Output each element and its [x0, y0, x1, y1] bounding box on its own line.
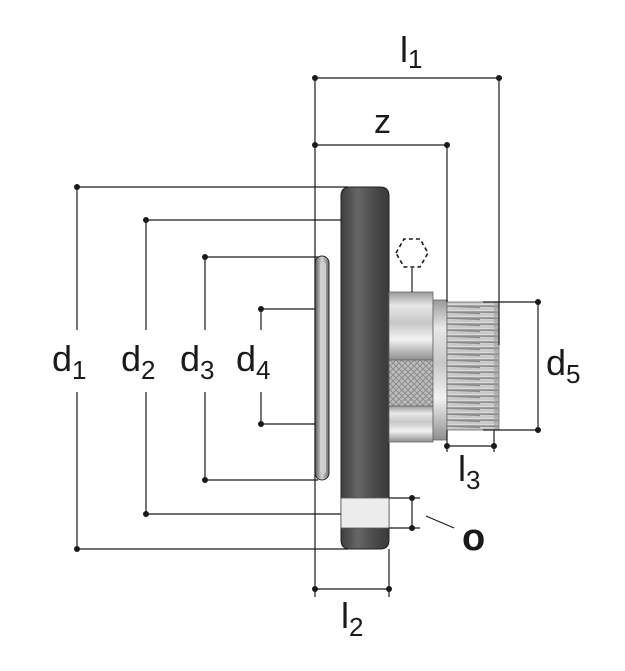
dim-d3 [202, 254, 318, 483]
dim-d2 [143, 217, 341, 517]
label-l3: l3 [458, 448, 480, 495]
body-lower [388, 405, 434, 443]
dim-z [312, 142, 450, 302]
dim-d1 [74, 184, 348, 552]
labels: l1 z d1 d2 d3 d4 d5 l2 l3 o [52, 29, 581, 642]
label-o: o [462, 517, 485, 559]
thread [446, 301, 500, 431]
dimensions [74, 75, 541, 597]
label-l1: l1 [400, 29, 422, 74]
flange [340, 186, 390, 550]
body-upper [388, 291, 434, 361]
flange-insert [340, 497, 390, 529]
label-d2: d2 [121, 338, 156, 385]
label-d1: d1 [52, 338, 87, 385]
dim-l1 [312, 75, 502, 345]
hex-key-icon [395, 238, 429, 292]
collar [432, 299, 448, 441]
dim-l3 [444, 430, 497, 452]
seal-ring-inner [320, 262, 326, 474]
label-d3: d3 [180, 338, 215, 385]
dim-d4 [258, 306, 315, 427]
body-knurl [388, 359, 434, 407]
thread-end [494, 302, 499, 430]
label-l2: l2 [341, 595, 363, 642]
label-d5: d5 [546, 342, 581, 389]
label-z: z [374, 103, 391, 141]
dim-d5 [483, 299, 541, 433]
fitting [314, 186, 500, 550]
dim-l2 [312, 549, 392, 597]
dim-o [389, 495, 455, 531]
label-d4: d4 [236, 338, 271, 385]
